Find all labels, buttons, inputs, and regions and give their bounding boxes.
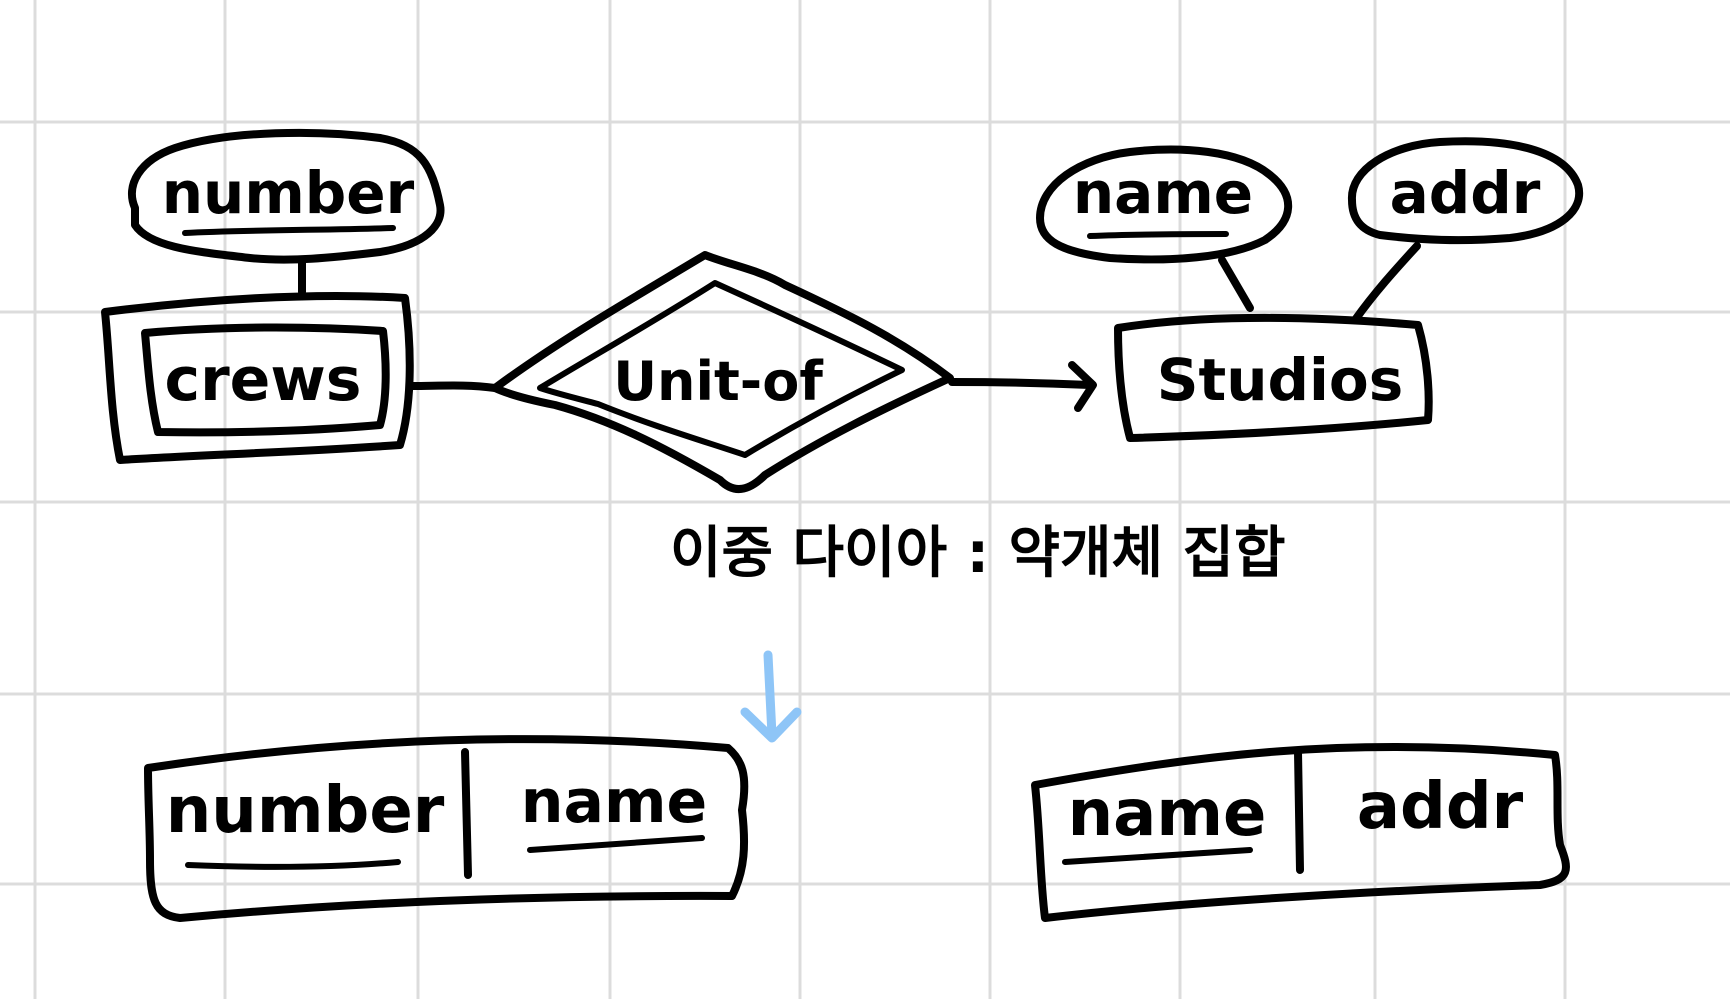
entity-studios-label: Studios — [1157, 346, 1404, 414]
table-studios-col-addr: addr — [1357, 770, 1524, 844]
attribute-addr-label: addr — [1390, 159, 1541, 227]
attribute-addr: addr — [1347, 137, 1584, 245]
attr-connector-addr — [1351, 242, 1421, 324]
attribute-name: name — [1036, 145, 1293, 264]
arrow-unitof-studios — [948, 361, 1097, 412]
entity-studios: Studios — [1114, 313, 1433, 442]
attribute-name-label: name — [1073, 159, 1253, 227]
note-weak-entity-set: 이중 다이아 : 약개체 집합 — [670, 521, 1286, 586]
table-studios-col-name: name — [1068, 777, 1267, 851]
transform-arrow — [740, 650, 802, 743]
key-underline — [1087, 231, 1229, 239]
relation-table-crews: number name — [144, 735, 749, 922]
attribute-number: number — [127, 128, 445, 264]
attr-connector-name — [1218, 256, 1254, 312]
key-underline — [185, 859, 401, 870]
weak-relationship-unit-of: Unit-of — [491, 251, 954, 493]
attribute-number-label: number — [162, 159, 415, 227]
table-crews-col-name: name — [521, 767, 707, 837]
weak-entity-crews-label: crews — [165, 345, 362, 415]
weak-entity-crews: crews — [101, 291, 414, 464]
table-crews-col-number: number — [166, 774, 445, 848]
key-underline — [1062, 847, 1253, 865]
relation-table-studios: name addr — [1031, 742, 1570, 922]
weak-relationship-unit-of-label: Unit-of — [613, 350, 823, 413]
connector-crews-unitof — [408, 381, 499, 392]
key-underline — [182, 225, 396, 236]
key-underline — [527, 835, 705, 853]
